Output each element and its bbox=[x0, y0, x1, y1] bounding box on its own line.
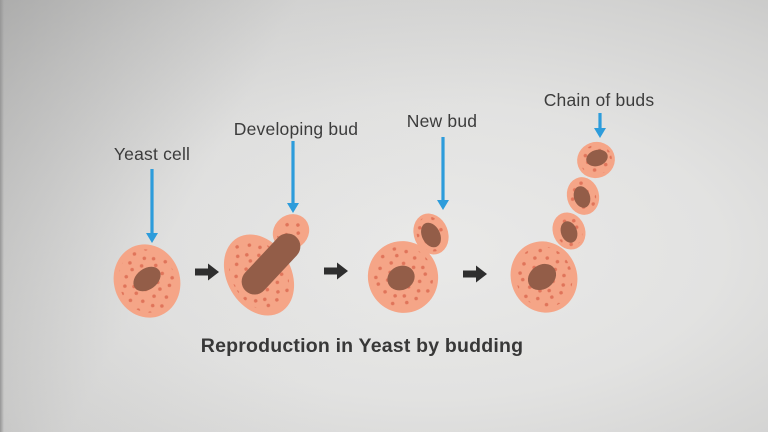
chain-of-buds-shape bbox=[510, 141, 615, 313]
bud-nucleus bbox=[573, 186, 591, 208]
pointer-arrow-icon bbox=[437, 137, 449, 210]
pointer-arrow-icon bbox=[146, 169, 158, 243]
flow-arrow-icon bbox=[324, 262, 348, 280]
elongated-nucleus bbox=[241, 233, 301, 295]
flow-arrow-icon bbox=[463, 265, 487, 283]
pointer-arrow-head bbox=[287, 203, 299, 213]
left-edge-shade bbox=[0, 0, 4, 432]
label-yeast-cell: Yeast cell bbox=[113, 144, 191, 164]
diagram-title: Reproduction in Yeast by budding bbox=[200, 335, 524, 357]
cell-nucleus bbox=[387, 265, 415, 291]
pointer-arrow-head bbox=[437, 200, 449, 210]
pointer-arrow-icon bbox=[287, 141, 299, 213]
bud-nucleus bbox=[586, 149, 608, 167]
cell-nucleus bbox=[527, 263, 557, 291]
yeast-cell-shape bbox=[113, 244, 181, 318]
pointer-arrow-head bbox=[594, 128, 606, 138]
bud-nucleus bbox=[421, 222, 441, 248]
pointer-arrow-head bbox=[146, 233, 158, 243]
label-developing-bud: Developing bud bbox=[233, 119, 359, 139]
developing-bud-shape bbox=[223, 214, 310, 316]
label-new-bud: New bud bbox=[406, 111, 478, 131]
new-bud-shape bbox=[367, 213, 449, 313]
bud-nucleus bbox=[560, 221, 578, 243]
flow-arrow-icon bbox=[195, 263, 219, 281]
pointer-arrow-icon bbox=[594, 113, 606, 138]
label-chain-of-buds: Chain of buds bbox=[543, 90, 655, 110]
cell-nucleus bbox=[133, 266, 161, 292]
